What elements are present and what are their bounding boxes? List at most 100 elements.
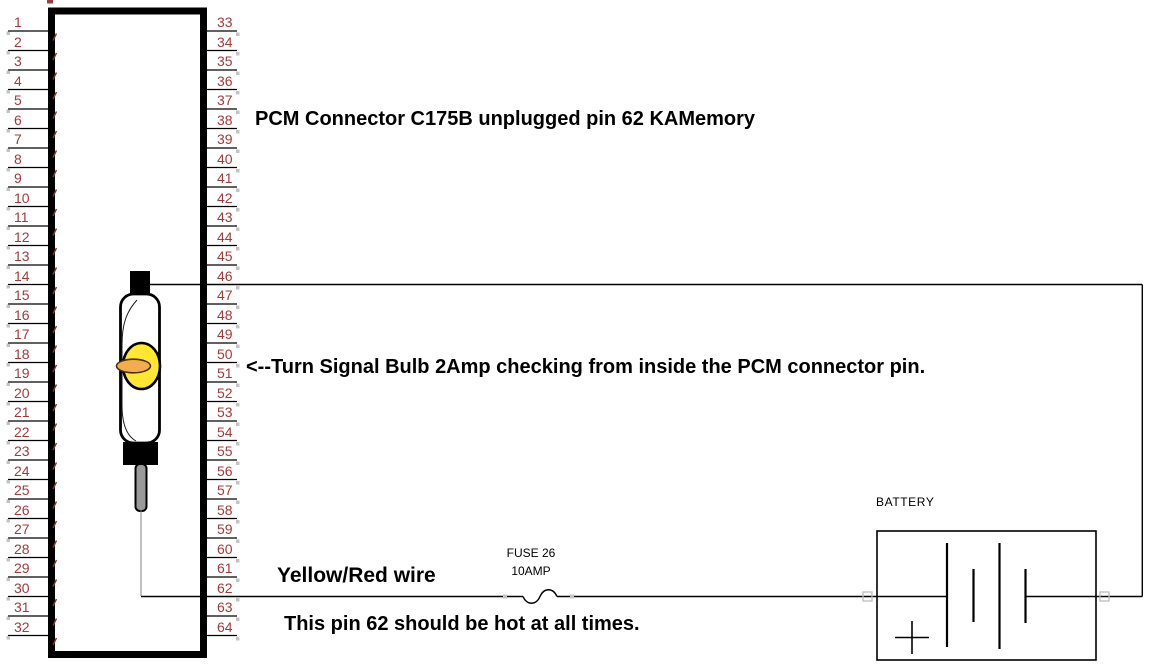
wire-color-label: Yellow/Red wire [277,564,436,587]
pin-contact-mark-10 [52,208,58,217]
battery-box [876,530,1097,661]
pin-label-right-34: 34 [217,33,233,50]
pin-anchor-left-32 [6,636,10,640]
pin-contact-mark-26 [52,520,58,529]
pin-contact-mark-7 [52,150,58,158]
pin-contact-mark-16 [52,325,58,334]
pin-anchor-right-43 [236,227,240,231]
pin-anchor-right-51 [236,383,240,387]
battery-plates [945,543,1027,649]
pin-label-left-27: 27 [14,521,30,537]
pin-label-right-38: 38 [217,111,233,128]
pin-contact-mark-5 [52,111,58,119]
pin-label-left-15: 15 [14,287,30,303]
pin-label-left-23: 23 [14,443,30,459]
pin-contact-mark-24 [52,481,58,490]
pin-anchor-right-48 [236,325,240,329]
pin-label-left-29: 29 [14,560,30,576]
pin-contact-mark-27 [52,540,58,548]
pin-anchor-left-6 [6,129,10,133]
pin-anchor-right-37 [236,110,240,114]
pin-contact-mark-12 [52,247,58,256]
pin-label-right-39: 39 [217,131,233,147]
bulb-highlight [121,299,138,442]
pin-anchor-right-58 [236,520,240,524]
pin-label-right-37: 37 [217,92,233,108]
pin-contact-mark-11 [52,228,58,236]
battery-handle-left [862,591,873,602]
pin-anchor-right-33 [236,32,240,36]
pin-label-right-44: 44 [217,228,233,245]
pin-label-right-42: 42 [217,189,233,206]
pin-label-right-63: 63 [217,599,233,615]
pin-anchor-right-35 [236,71,240,75]
pin-anchor-left-23 [6,460,10,464]
battery-symbol [862,530,1110,661]
pin-label-left-20: 20 [14,384,30,401]
pin-contact-mark-6 [52,130,58,139]
pin-label-left-7: 7 [14,131,22,147]
pin-label-right-47: 47 [217,287,233,303]
bulb-filament [115,358,152,374]
pin-rows [6,30,240,646]
pin-contact-mark-25 [52,501,58,509]
pin-label-right-35: 35 [217,53,233,69]
pin-contact-mark-15 [52,306,58,314]
pin-anchor-right-44 [236,247,240,251]
pin-label-right-33: 33 [217,14,233,30]
pin-anchor-right-46 [236,286,240,290]
pin-anchor-right-59 [236,539,240,543]
pin-label-left-8: 8 [14,150,22,167]
pin-contact-mark-14 [52,286,58,295]
pin-label-right-61: 61 [217,560,233,576]
pin-label-left-17: 17 [14,326,30,342]
pin-contact-mark-21 [52,423,58,431]
pin-anchor-right-52 [236,403,240,407]
fuse-symbol [522,589,558,604]
pin-label-left-3: 3 [14,53,22,69]
pin-contact-mark-13 [52,267,58,275]
pin-label-left-2: 2 [14,33,22,50]
pin62-note-text: This pin 62 should be hot at all times. [284,613,640,635]
pin-anchor-left-22 [6,441,10,445]
pin-anchor-left-27 [6,538,10,542]
pin-label-right-57: 57 [217,482,233,498]
pin-label-left-9: 9 [14,170,22,186]
pin-anchor-left-28 [6,558,10,562]
pin-anchor-left-17 [6,343,10,347]
pin-contact-mark-23 [52,462,58,470]
pin-anchor-left-2 [6,51,10,55]
pin-anchor-left-26 [6,519,10,523]
pin-label-left-25: 25 [14,482,30,498]
pin-label-right-60: 60 [217,540,233,557]
battery-label: BATTERY [876,495,935,509]
pin-contact-mark-1 [52,33,58,41]
pin-anchor-right-63 [236,617,240,621]
pin-label-left-5: 5 [14,92,22,108]
pin-label-right-45: 45 [217,248,233,264]
pin-anchor-left-7 [6,148,10,152]
pin-anchor-right-61 [236,578,240,582]
pin-contact-mark-3 [52,72,58,80]
pin-label-right-46: 46 [217,267,233,284]
pin-label-left-30: 30 [14,579,30,596]
pin-anchor-right-36 [236,91,240,95]
pin-anchor-left-24 [6,480,10,484]
pin-label-left-10: 10 [14,189,30,206]
pin-label-right-36: 36 [217,72,233,89]
pin-anchor-right-50 [236,364,240,368]
pin-anchor-left-31 [6,616,10,620]
pin-contact-mark-8 [52,169,58,178]
pin-anchor-left-18 [6,363,10,367]
pin-label-right-40: 40 [217,150,233,167]
pin-contact-mark-22 [52,442,58,451]
pin-label-left-12: 12 [14,228,30,245]
pin-anchor-left-15 [6,304,10,308]
pin-anchor-right-40 [236,169,240,173]
pin-label-left-32: 32 [14,618,30,635]
pin-anchor-right-47 [236,305,240,309]
pin-label-right-54: 54 [217,423,233,440]
pin-anchor-left-1 [6,31,10,35]
